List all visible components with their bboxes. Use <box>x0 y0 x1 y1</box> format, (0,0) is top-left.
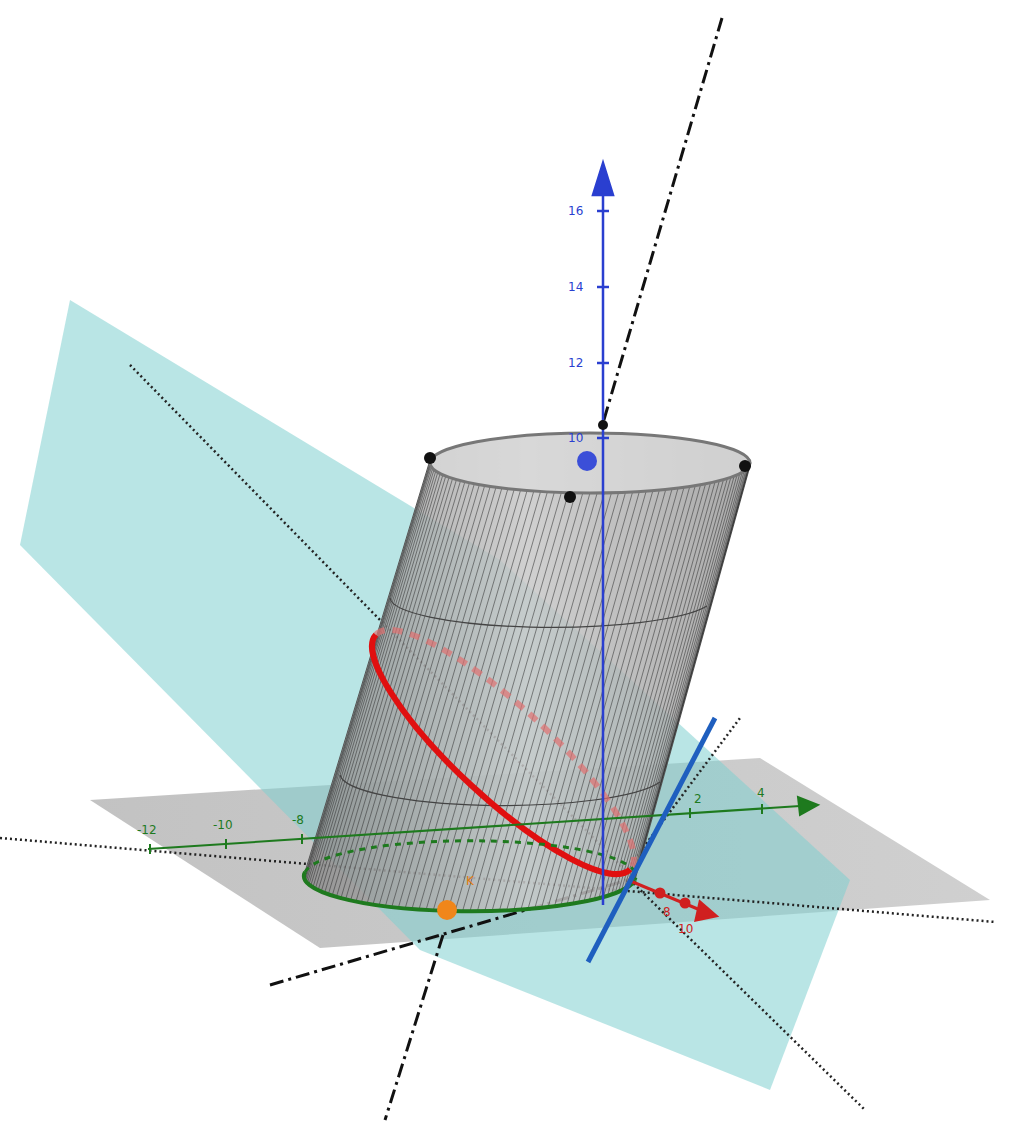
point <box>437 900 457 920</box>
line <box>588 718 715 962</box>
generator-line <box>622 475 737 890</box>
generator-line <box>306 466 431 879</box>
generator-line <box>584 485 701 902</box>
generator-line <box>419 492 541 910</box>
y-tick-label: -12 <box>137 823 157 837</box>
points <box>424 420 751 503</box>
top-face <box>430 433 750 493</box>
generator-line <box>313 472 438 887</box>
generator-line <box>337 481 461 897</box>
y-tick-label: 4 <box>757 786 765 800</box>
z-axis <box>593 163 613 905</box>
generator-line <box>309 470 434 884</box>
generator-line <box>485 493 605 911</box>
ring <box>390 598 707 627</box>
generator-line <box>604 481 720 897</box>
generator-line <box>599 482 715 898</box>
generator-line <box>311 471 436 885</box>
generator-line <box>514 492 633 910</box>
generator-line <box>631 470 746 884</box>
dotted-lines <box>0 365 995 1110</box>
generator-line <box>405 491 527 909</box>
generator-line <box>307 467 432 881</box>
y-tick-label: -10 <box>213 818 233 832</box>
generator-line <box>379 488 502 905</box>
generator-line <box>361 486 484 903</box>
point-label: K <box>466 874 474 888</box>
y-tick-label: 2 <box>694 792 702 806</box>
generator-line <box>542 490 660 908</box>
z-tick-label: 16 <box>568 204 583 218</box>
generator-line <box>308 468 433 882</box>
generator-line <box>433 492 554 910</box>
generator-line <box>305 464 430 877</box>
point <box>577 451 597 471</box>
generator-line <box>318 475 443 890</box>
generator-line <box>561 488 678 905</box>
x-axis <box>628 880 716 920</box>
generator-line <box>328 478 452 894</box>
generator-line <box>305 463 430 876</box>
ring <box>340 775 660 806</box>
generator-line <box>632 468 747 882</box>
y-tick-label: -8 <box>292 813 304 827</box>
generator-line <box>567 487 684 904</box>
z-tick-label: 14 <box>568 280 583 294</box>
x-tick-label: 10 <box>678 922 693 936</box>
generator-line <box>634 467 749 881</box>
generator-line <box>555 489 673 906</box>
generator-line <box>625 474 740 889</box>
generator-line <box>627 472 742 887</box>
z-tick-label: 10 <box>568 431 583 445</box>
z-tick-label: 12 <box>568 356 583 370</box>
cutting-plane <box>20 300 850 1090</box>
generator-lines <box>305 463 750 911</box>
y-axis <box>148 797 818 854</box>
cylinder-surface <box>304 433 751 911</box>
generator-line <box>521 492 639 910</box>
generator-line <box>619 476 735 891</box>
generator-line <box>316 474 441 889</box>
base-ellipse <box>304 872 635 911</box>
generator-line <box>589 484 705 901</box>
generator-line <box>426 492 547 910</box>
x-tick-label: 8 <box>663 905 671 919</box>
